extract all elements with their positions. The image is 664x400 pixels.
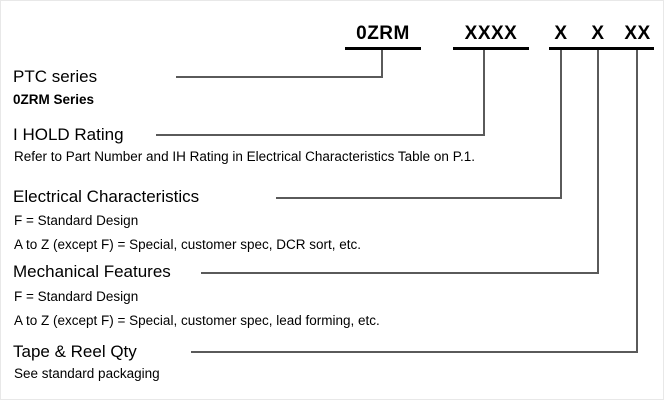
section-line-tape-reel-qty-0: See standard packaging (14, 366, 160, 381)
section-line-ptc-series-0: 0ZRM Series (13, 92, 95, 107)
leader-line-electrical-horizontal (276, 197, 562, 199)
leader-line-tape-reel-horizontal (191, 351, 638, 353)
part-number-rule-suffix (549, 47, 654, 50)
part-number-segment-tape-reel: XX (624, 23, 651, 44)
section-line-ihold-rating-0: Refer to Part Number and IH Rating in El… (14, 149, 475, 164)
leader-line-electrical-vertical (560, 50, 562, 199)
leader-line-tape-reel-vertical (636, 50, 638, 353)
leader-line-ptc-series-vertical (381, 50, 383, 78)
section-heading-tape-reel-qty: Tape & Reel Qty (13, 342, 137, 361)
section-heading-ptc-series: PTC series (13, 67, 98, 86)
leader-line-ihold-vertical (483, 50, 485, 136)
part-number-rule-series (345, 47, 421, 50)
section-line-mechanical-features-0: F = Standard Design (14, 289, 139, 304)
section-heading-electrical-characteristics: Electrical Characteristics (13, 187, 200, 206)
section-line-mechanical-features-1: A to Z (except F) = Special, customer sp… (14, 313, 380, 328)
leader-line-mechanical-vertical (597, 50, 599, 274)
leader-line-ihold-horizontal (156, 134, 485, 136)
part-number-segment-electrical: X (554, 23, 568, 44)
leader-line-mechanical-horizontal (201, 272, 599, 274)
section-line-electrical-characteristics-1: A to Z (except F) = Special, customer sp… (14, 237, 361, 252)
section-line-electrical-characteristics-0: F = Standard Design (14, 213, 139, 228)
part-number-segment-series: 0ZRM (356, 23, 410, 44)
part-number-segment-ihold: XXXX (464, 23, 518, 44)
section-heading-mechanical-features: Mechanical Features (13, 262, 171, 281)
part-number-segment-mechanical: X (591, 23, 605, 44)
part-number-rule-ihold (453, 47, 529, 50)
section-heading-ihold-rating: I HOLD Rating (13, 125, 124, 144)
leader-line-ptc-series-horizontal (176, 76, 383, 78)
